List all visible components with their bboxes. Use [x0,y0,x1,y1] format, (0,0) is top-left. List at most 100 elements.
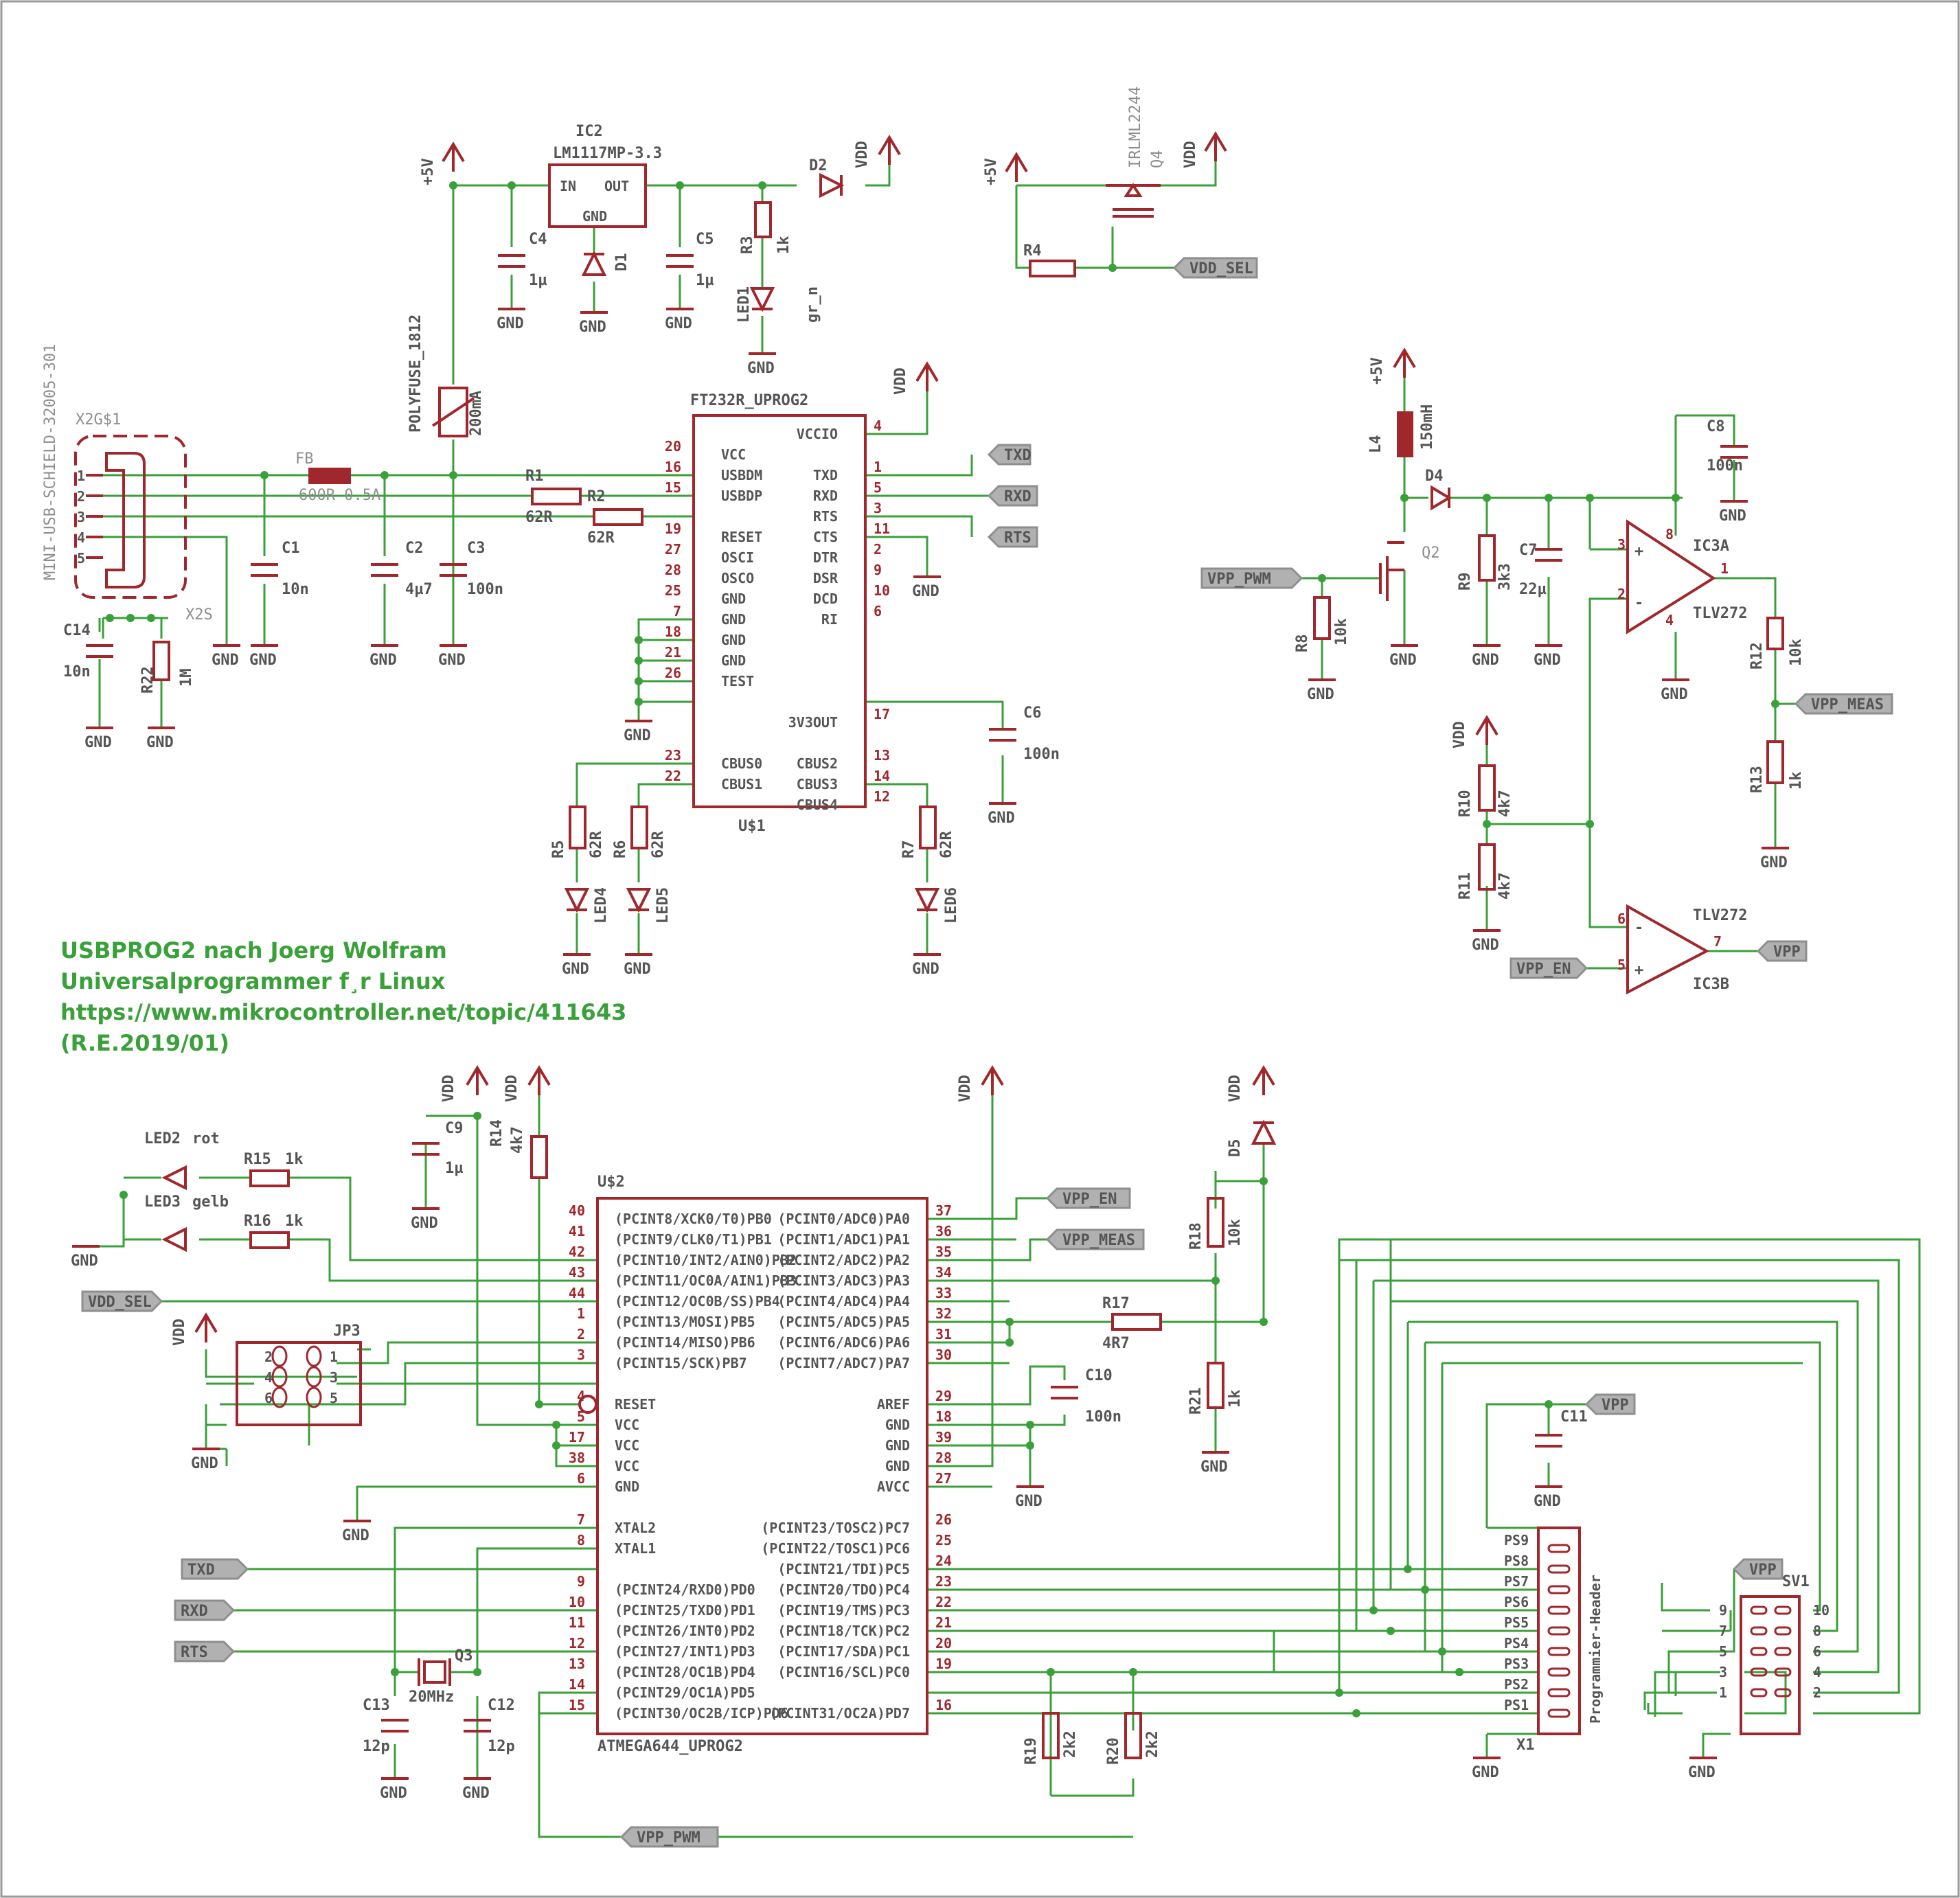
supply-arrow [878,135,901,165]
atmega-pin-num: 20 [935,1635,952,1651]
ft232-pin-num: 7 [673,603,681,619]
x1-pin-label: PS9 [1504,1532,1529,1548]
net-label [987,444,1032,466]
net-label [619,1826,719,1848]
ft232-pin-num: 22 [665,768,681,784]
ft232-pin-num: 10 [874,582,890,599]
ft232-pin-name: VCC [721,446,746,463]
c8-value: 100n [1707,457,1743,474]
x1-value: Programmier-Header [1587,1575,1604,1724]
jp3-pad [306,1366,322,1388]
atmega-pin-name: (PCINT28/OC1B)PD4 [615,1664,755,1680]
c6-name: C6 [1023,705,1042,722]
atmega-pin-num: 33 [935,1285,952,1301]
atmega-pin-name: (PCINT0/ADC0)PA0 [777,1211,910,1227]
ic2-in: IN [560,178,576,194]
gnd-label: GND [462,1785,490,1802]
gnd-label: GND [438,652,466,669]
led4-name: LED4 [593,887,610,924]
jp3-pad [271,1366,288,1388]
atmega-pin-num: 18 [935,1408,952,1425]
atmega-pin-num: 17 [569,1429,585,1445]
net-label [1200,567,1303,589]
net-label [1584,1393,1636,1415]
ft232-pin-num: 5 [874,479,882,496]
x1-pin [1547,1667,1571,1677]
fb-name: FB [295,450,314,468]
atmega-pin-name: VCC [615,1417,639,1433]
supply-arrow [466,1065,489,1095]
r1-value: 62R [525,509,553,526]
c4-value: 1µ [529,272,547,289]
sv1-name: SV1 [1782,1573,1810,1590]
ft232-ref: U$1 [738,818,766,835]
atmega-pin-name: (PCINT29/OC1A)PD5 [615,1684,755,1701]
ft232-pin-name: DTR [813,549,839,566]
gnd-label: GND [579,319,606,336]
r19-name: R19 [1023,1737,1040,1765]
jp3-pin-num: 3 [330,1369,338,1386]
atmega-pin-name: GND [615,1478,639,1495]
atmega-pin-name: (PCINT4/ADC4)PA4 [777,1293,910,1310]
atmega-pin-name: (PCINT19/TMS)PC3 [777,1602,910,1619]
x1-pin-label: PS3 [1504,1656,1529,1672]
d5-name: D5 [1227,1139,1244,1158]
ft232-pin-name: RI [821,611,838,628]
r14-name: R14 [488,1119,505,1147]
net-label-text: VDD_SEL [1189,260,1253,277]
c10-name: C10 [1085,1367,1113,1384]
net-label-text: VPP [1749,1562,1777,1579]
atmega-pin-name: (PCINT27/INT1)PD3 [615,1643,755,1660]
q4-name: Q4 [1149,150,1166,169]
r22-value: 1M [178,669,195,687]
net-label-text: VPP_MEAS [1062,1232,1135,1249]
gnd-label: GND [1472,652,1499,669]
r6-name: R6 [612,841,629,859]
supply-label: VDD [503,1075,521,1102]
supply-label: VDD [892,367,909,395]
gnd-label: GND [212,652,239,669]
jp3-pad [306,1345,322,1367]
ft232-pin-num: 19 [665,521,681,537]
atmega-pin-name: (PCINT23/TOSC2)PC7 [761,1520,910,1536]
opamp-pin-num: 4 [1665,612,1674,628]
opamp-pin-num: 3 [1617,536,1626,553]
ft232-pin-num: 27 [665,541,681,558]
atmega-pin-name: (PCINT15/SCK)PB7 [615,1355,747,1371]
atmega-pin-num: 4 [577,1388,585,1404]
atmega-pin-num: 11 [569,1614,585,1631]
ft232-pin-num: 6 [874,603,882,619]
atmega-pin-num: 8 [577,1532,585,1548]
r21-name: R21 [1187,1387,1205,1415]
atmega-pin-name: AREF [877,1396,910,1413]
c13-name: C13 [363,1697,390,1714]
atmega-pin-name: (PCINT16/SCL)PC0 [777,1664,910,1680]
ft232-pin-num: 18 [665,624,681,640]
atmega-pin-name: (PCINT22/TOSC1)PC6 [761,1540,910,1557]
atmega-pin-num: 39 [935,1429,952,1445]
gnd-label: GND [1472,937,1499,954]
ft232-pin-name: RXD [813,488,838,504]
r3-name: R3 [739,236,756,255]
jp3-pin-num: 5 [330,1390,338,1406]
ic2-value: LM1117MP-3.3 [553,145,662,162]
ft232-pin-num: 16 [665,459,681,475]
junctions [106,181,1779,1717]
ft232-pin-name: USBDM [721,467,762,483]
gnd-label: GND [912,583,939,600]
gnd-label: GND [369,652,397,669]
gnd-label: GND [1389,652,1417,669]
opamp-pin-num: 1 [1720,560,1729,577]
atmega-pin-num: 28 [935,1450,952,1466]
title-line-2: Universalprogrammer f¸r Linux [60,968,446,994]
ft232-pin-num: 20 [665,438,681,455]
c2-name: C2 [405,540,424,557]
atmega-pin-num: 43 [569,1264,585,1281]
usb-connector-shell [74,435,187,599]
r4-name: R4 [1023,242,1042,260]
net-label-text: TXD [187,1562,215,1579]
atmega-pin-name: (PCINT20/TDO)PC4 [777,1581,910,1598]
c2-value: 4µ7 [405,581,433,598]
net-label-text: TXD [1004,447,1032,464]
atmega-pin-name: GND [885,1437,910,1454]
